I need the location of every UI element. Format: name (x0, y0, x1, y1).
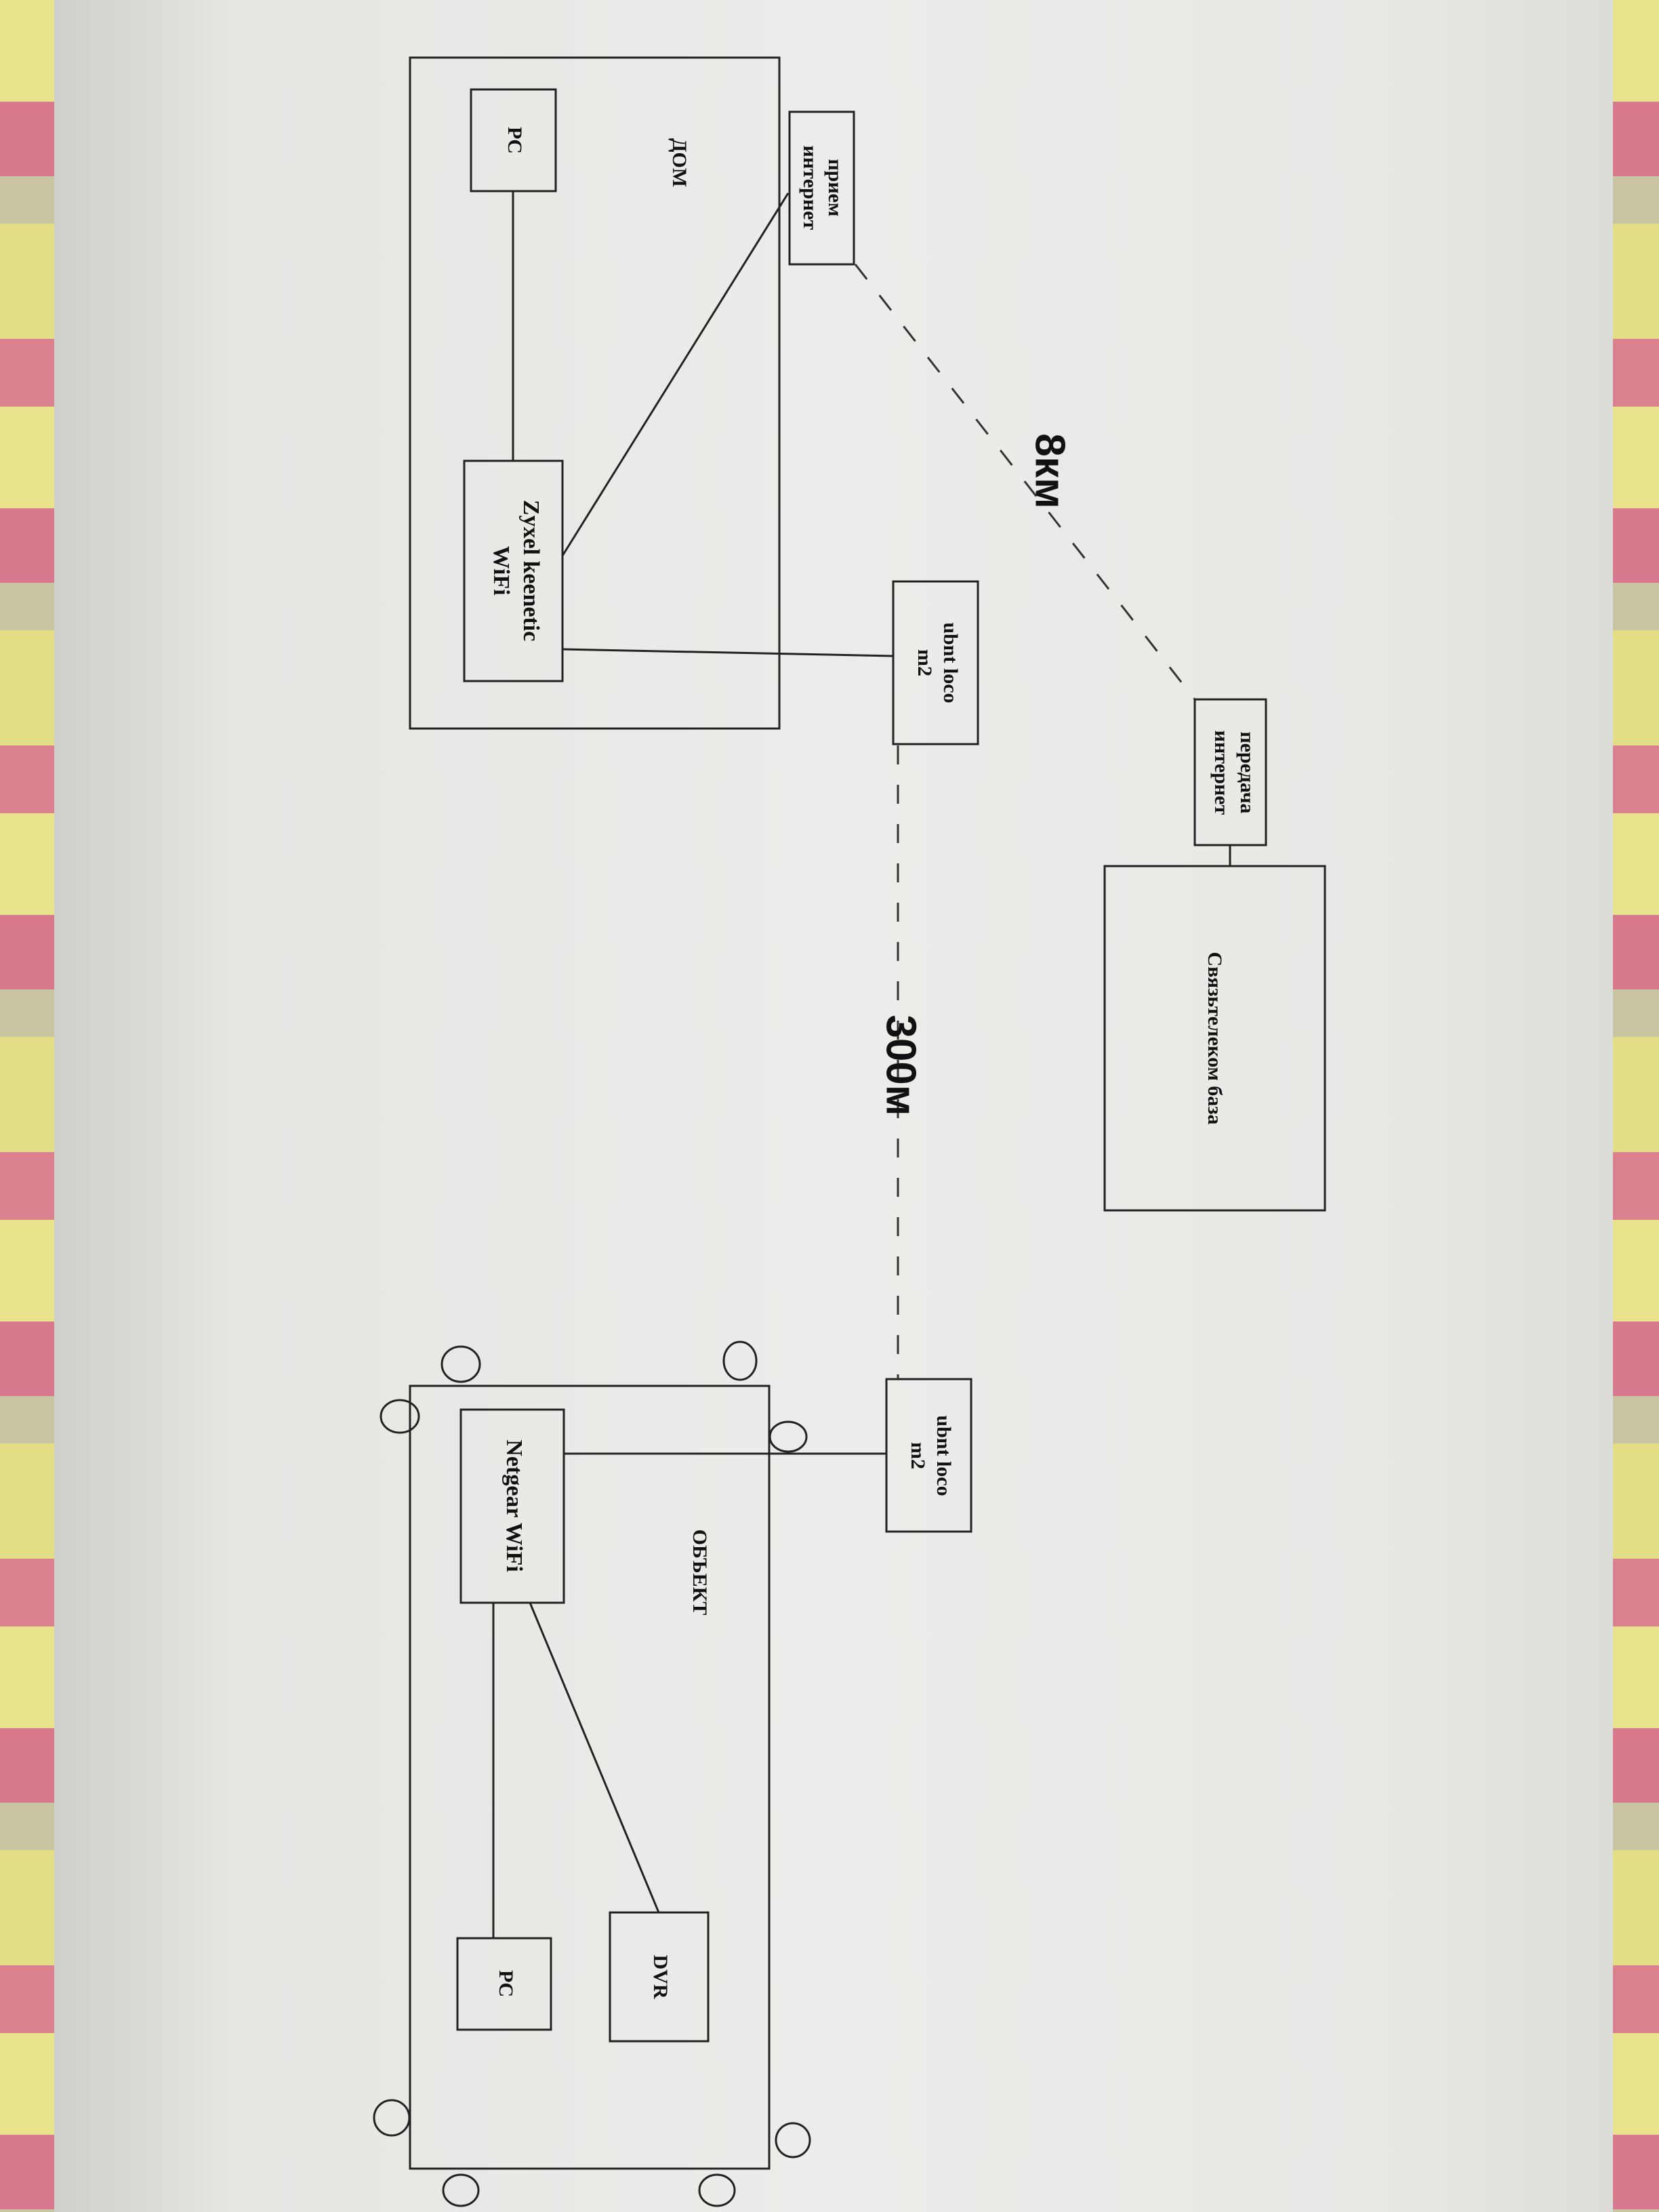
camera-ring (769, 1420, 808, 1453)
send-internet-label-1: передача (1236, 731, 1258, 813)
telecom-base-box (1103, 865, 1326, 1212)
camera-ring (441, 1345, 481, 1383)
ubnt-home-label-2: m2 (914, 649, 936, 676)
pc-home-label: PC (504, 127, 526, 154)
dvr-label: DVR (649, 1955, 672, 1999)
link-zyxel-ubnt (562, 648, 894, 657)
ubnt-home-box (892, 580, 979, 745)
send-internet-label-2: интернет (1210, 731, 1233, 815)
ubnt-object-label-2: m2 (907, 1442, 929, 1469)
camera-ring (380, 1399, 420, 1434)
recv-internet-label-1: прием (824, 159, 846, 216)
camera-ring (442, 2173, 480, 2207)
telecom-base-label: Связьтелеком база (1204, 952, 1226, 1125)
distance-8km-label: 8км (1027, 433, 1073, 508)
pc-object-box (456, 1937, 552, 2031)
netgear-box (459, 1408, 565, 1604)
paper-sheet (54, 0, 1613, 2212)
netgear-label: Netgear WiFi (501, 1439, 527, 1572)
object-label: ОБЪЕКТ (689, 1530, 711, 1616)
ubnt-object-label-1: ubnt loco (933, 1415, 955, 1496)
pc-object-label: PC (495, 1970, 517, 1997)
camera-ring (373, 2099, 411, 2137)
ubnt-object-box (885, 1378, 972, 1533)
dvr-box (609, 1911, 710, 2043)
camera-ring (775, 2122, 811, 2158)
zyxel-label-2: WiFi (489, 546, 514, 595)
camera-ring (722, 1340, 758, 1381)
camera-ring (698, 2173, 736, 2207)
wireless-8km (854, 264, 1196, 700)
zyxel-label-1: Zyxel keenetic (518, 500, 544, 642)
home-container (409, 56, 781, 730)
ubnt-home-label-1: ubnt loco (939, 622, 962, 703)
recv-internet-label-2: интернет (799, 146, 821, 230)
recv-internet-box (788, 110, 855, 266)
distance-300m-label: 300м (878, 1015, 924, 1115)
object-container (409, 1385, 771, 2170)
link-netgear-dvr (529, 1602, 660, 1913)
home-label: ДОМ (668, 138, 691, 187)
link-recv-zyxel (561, 192, 790, 556)
